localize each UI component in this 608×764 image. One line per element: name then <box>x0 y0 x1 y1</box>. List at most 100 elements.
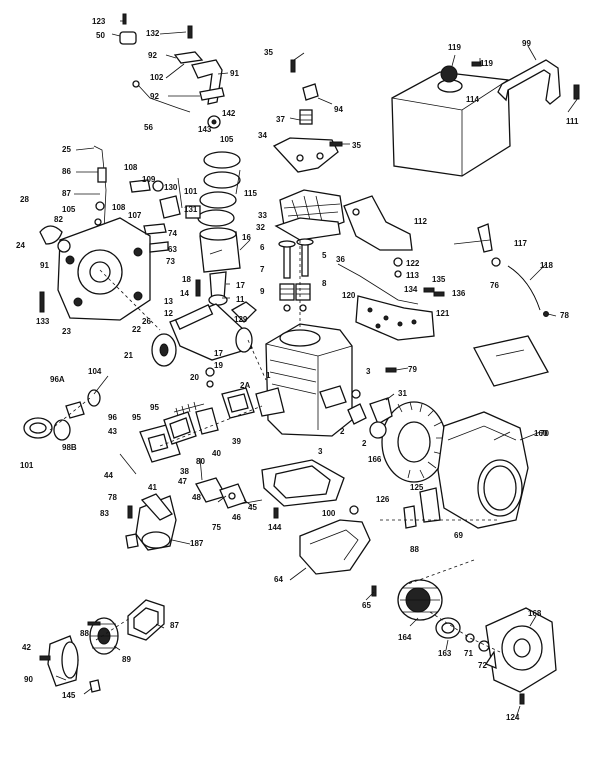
callout-label: 136 <box>452 289 466 298</box>
part-cover-97 <box>127 599 165 641</box>
part-washer-4 <box>351 389 361 399</box>
part-pin-88-bottom <box>87 621 101 626</box>
callout-label: 64 <box>274 575 283 584</box>
part-piston-rings-115 <box>197 151 241 227</box>
callout-label: 92 <box>150 92 159 101</box>
callout-label: 112 <box>414 217 427 226</box>
callout-label: 8 <box>322 279 327 288</box>
callout-label: 48 <box>192 493 201 502</box>
callout-label: 12 <box>164 309 173 318</box>
callout-label: 109 <box>142 175 156 184</box>
callout-label: 33 <box>258 211 267 220</box>
callout-label: 19 <box>214 361 223 370</box>
callout-label: 14 <box>180 289 189 298</box>
part-valves-5-6 <box>278 238 314 279</box>
callout-label: 72 <box>478 661 487 670</box>
part-coil-31 <box>369 397 393 439</box>
callout-label: 122 <box>406 259 420 268</box>
callout-label: 143 <box>198 125 212 134</box>
part-screw-133 <box>39 291 45 313</box>
callout-label: 113 <box>406 271 419 280</box>
callout-label: 91 <box>40 261 49 270</box>
part-nut-122-113 <box>393 257 403 278</box>
callout-label: 129 <box>234 315 248 324</box>
callout-label: 95 <box>150 403 159 412</box>
callout-label: 125 <box>410 483 424 492</box>
callout-label: 107 <box>128 211 142 220</box>
part-screw-119 <box>471 61 482 67</box>
part-screw-111 <box>573 84 580 100</box>
callout-label: 74 <box>168 229 177 238</box>
part-crankshaft-12 <box>169 301 257 361</box>
callout-label: 114 <box>466 95 479 104</box>
callout-label: 37 <box>276 115 285 124</box>
callout-label: 35 <box>352 141 361 150</box>
callout-label: 56 <box>144 123 153 132</box>
part-screw-76 <box>127 505 133 519</box>
callout-label: 23 <box>62 327 71 336</box>
part-screw-124 <box>519 693 525 705</box>
callout-label: 126 <box>376 495 390 504</box>
callout-label: 115 <box>244 189 257 198</box>
callout-label: 82 <box>54 215 63 224</box>
part-bracket-91-92 <box>173 51 225 105</box>
callout-label: 17 <box>236 281 245 290</box>
callout-label: 31 <box>398 389 407 398</box>
callout-label: 144 <box>268 523 282 532</box>
part-rod-44 <box>119 453 137 475</box>
part-starter-cup-164 <box>397 579 443 621</box>
callout-label: 50 <box>96 31 105 40</box>
part-cap-50 <box>119 13 137 45</box>
part-plate-69-88 <box>403 487 441 529</box>
callout-label: 89 <box>122 655 131 664</box>
part-fuel-tap-117 <box>477 223 501 267</box>
callout-label: 108 <box>124 163 138 172</box>
part-spring-37 <box>299 109 313 125</box>
part-clip-145 <box>89 679 101 693</box>
callout-label: 163 <box>438 649 452 658</box>
part-bolt-79 <box>385 367 397 373</box>
part-carb-body-187 <box>135 493 177 551</box>
callout-label: 36 <box>336 255 345 264</box>
callout-label: 95 <box>132 413 141 422</box>
assembly-guide-lines <box>49 240 501 653</box>
part-valve-springs-7-8 <box>279 283 311 312</box>
part-flywheel-160 <box>381 401 447 483</box>
callout-label: 70 <box>540 429 549 438</box>
callout-label: 39 <box>232 437 241 446</box>
callout-label: 5 <box>322 251 327 260</box>
callout-label: 132 <box>146 29 160 38</box>
part-baffle-121 <box>355 295 435 341</box>
callout-label: 131 <box>184 205 198 214</box>
part-engine-block-1 <box>255 323 353 437</box>
part-starter-168 <box>485 607 557 693</box>
callout-label: 117 <box>514 239 527 248</box>
callout-label: 123 <box>92 17 106 26</box>
callout-label: 7 <box>260 265 265 274</box>
part-block-40 <box>195 407 219 435</box>
part-fan-housing-70 <box>437 411 529 529</box>
callout-label: 133 <box>36 317 50 326</box>
callout-label: 187 <box>190 539 204 548</box>
part-link-56 <box>132 80 191 113</box>
callout-label: 3 <box>318 447 323 456</box>
part-screw-104 <box>87 389 101 407</box>
callout-label: 25 <box>62 145 71 154</box>
part-rod-25 <box>93 145 107 231</box>
callout-label: 78 <box>108 493 117 502</box>
part-element-96b <box>53 419 71 441</box>
callout-label: 130 <box>164 183 178 192</box>
callout-label: 134 <box>404 285 418 294</box>
callout-label: 87 <box>170 621 179 630</box>
callout-label: 1 <box>266 371 271 380</box>
callout-label: 34 <box>258 131 267 140</box>
callout-label: 2 <box>340 427 345 436</box>
callout-label: 119 <box>448 43 461 52</box>
callout-label: 83 <box>100 509 109 518</box>
callout-labels: 123 50 132 92 102 91 92 56 35 94 37 34 3… <box>16 17 579 722</box>
part-clip-83 <box>125 533 139 549</box>
callout-label: 101 <box>184 187 198 196</box>
callout-label: 108 <box>112 203 126 212</box>
part-fuel-tank-114 <box>391 65 511 177</box>
